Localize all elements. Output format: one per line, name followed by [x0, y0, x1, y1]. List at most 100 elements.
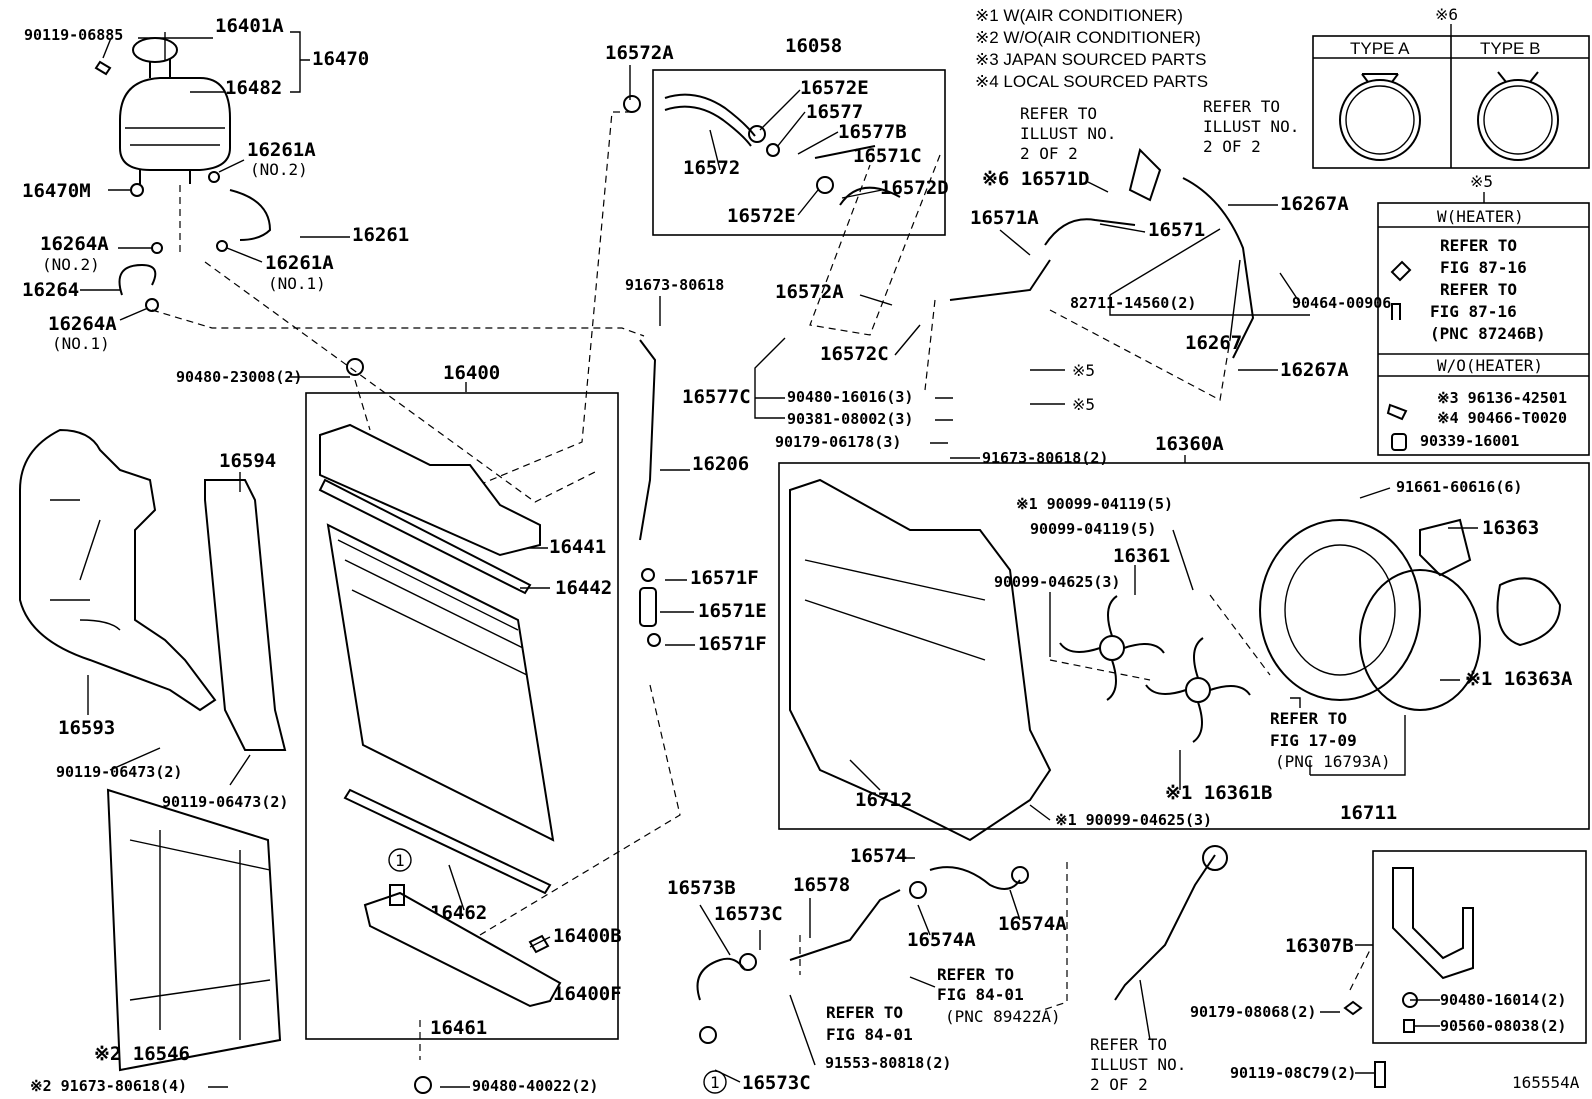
hose-16206-icon [639, 339, 657, 541]
reservoir-tank-icon [119, 37, 231, 184]
refer-d-1: REFER TO [937, 965, 1014, 984]
gasket-16442-icon [318, 478, 532, 595]
label-16400: 16400 [443, 362, 500, 384]
clamp-16572E-b-icon [816, 176, 834, 194]
heater-box-mark: ※5 [1470, 172, 1493, 191]
refer-b-2: ILLUST NO. [1203, 117, 1299, 136]
hose-16264-icon [118, 263, 157, 296]
pipe-refer-illust-icon [1114, 854, 1216, 1001]
heater-part-2: ※4 90466-T0020 [1437, 409, 1567, 427]
label-90480-40022: 90480-40022(2) [472, 1077, 598, 1095]
label-90480-16016: 90480-16016(3) [787, 388, 913, 406]
clamp-16470M-icon [130, 183, 144, 197]
pipe-16267-icon [1182, 177, 1255, 359]
shroud-16712-icon [789, 478, 1052, 842]
label-16572E-b: 16572E [727, 205, 796, 227]
label-16577C: 16577C [682, 386, 751, 408]
refer-a-1: REFER TO [1020, 104, 1097, 123]
clamp-16264A-no1-icon [145, 298, 159, 312]
heater-ref-1a: REFER TO [1440, 236, 1517, 255]
panel-16594-icon [204, 479, 287, 751]
refer-f-2: ILLUST NO. [1090, 1055, 1186, 1074]
hose-16572-icon [664, 93, 756, 137]
label-16572C: 16572C [820, 343, 889, 365]
part-labels: 90119-06885 16401A 16470 16482 16261A (N… [22, 15, 1580, 1095]
label-no2-a: (NO.2) [250, 160, 308, 179]
label-no1-b: (NO.1) [52, 334, 110, 353]
hose-16573B-icon [696, 957, 746, 1001]
label-16593: 16593 [58, 717, 115, 739]
radiator-16400-core-icon [326, 523, 555, 842]
refer-c-3: (PNC 16793A) [1275, 752, 1391, 771]
label-no1-a: (NO.1) [268, 274, 326, 293]
hose-16572-inner [664, 105, 752, 147]
label-16261A-no1: 16261A [265, 252, 334, 274]
label-16571A: 16571A [970, 207, 1039, 229]
label-90099-04119-a: ※1 90099-04119(5) [1016, 495, 1173, 513]
refer-a-3: 2 OF 2 [1020, 144, 1078, 163]
bolt-90119-06885-icon [94, 60, 112, 76]
label-x5-a: ※5 [1072, 361, 1095, 380]
hose-16574-icon [929, 866, 1021, 890]
label-16442: 16442 [555, 577, 612, 599]
type-a-label: TYPE A [1350, 39, 1410, 58]
label-16572E-a: 16572E [800, 77, 869, 99]
bolt-90119-08C79-icon [1374, 1061, 1386, 1088]
label-90480-23008: 90480-23008(2) [176, 368, 302, 386]
clamp-type-a-icon [1339, 73, 1421, 161]
label-16363: 16363 [1482, 517, 1539, 539]
label-90119-06473-a: 90119-06473(2) [56, 763, 182, 781]
refer-e-1: REFER TO [826, 1003, 903, 1022]
refer-b-1: REFER TO [1203, 97, 1280, 116]
label-90119-08C79: 90119-08C79(2) [1230, 1064, 1356, 1082]
heater-clip2-icon [1386, 403, 1408, 421]
label-16264: 16264 [22, 279, 79, 301]
label-16572D: 16572D [880, 177, 949, 199]
fan-motor-housing-16711-icon [1259, 519, 1421, 701]
clamp-16572A-top-icon [623, 95, 641, 113]
circle-marker-1b: 1 [710, 1073, 720, 1092]
hose-16571-icon [1044, 218, 1136, 246]
hose-16571E-icon [639, 587, 657, 627]
fan-shroud-box [778, 462, 1590, 830]
hose-kit-box [652, 69, 946, 236]
label-16577B: 16577B [838, 121, 907, 143]
clamp-16261A-no2-icon [208, 171, 220, 183]
label-90179-08068: 90179-08068(2) [1190, 1003, 1316, 1021]
label-16711: 16711 [1340, 802, 1397, 824]
heater-ref-2b: FIG 87-16 [1430, 302, 1517, 321]
fan-16361B-icon [1145, 637, 1251, 743]
label-90560-08038: 90560-08038(2) [1440, 1017, 1566, 1035]
legend-line-1: ※1 W(AIR CONDITIONER) [975, 6, 1183, 25]
shroud-16593-icon [19, 428, 217, 712]
refer-a-2: ILLUST NO. [1020, 124, 1116, 143]
gasket-16462-icon [343, 788, 552, 895]
heater-clip-icon [1390, 260, 1412, 282]
label-16572A-mid: 16572A [775, 281, 844, 303]
label-16401A: 16401A [215, 15, 284, 37]
type-b-label: TYPE B [1480, 39, 1540, 58]
label-16267A-bot: 16267A [1280, 359, 1349, 381]
refer-c-2: FIG 17-09 [1270, 731, 1357, 750]
fan-16361-icon [1059, 595, 1165, 701]
label-16361B: ※1 16361B [1165, 782, 1272, 804]
clamp-16573C-b-icon [699, 1026, 717, 1044]
label-91553-80818: 91553-80818(2) [825, 1054, 951, 1072]
label-90099-04625-a: 90099-04625(3) [994, 573, 1120, 591]
legend-line-4: ※4 LOCAL SOURCED PARTS [975, 72, 1208, 91]
label-16307B: 16307B [1285, 935, 1354, 957]
label-16264A-no2: 16264A [40, 233, 109, 255]
label-91673-80618-mid: 91673-80618 [625, 276, 724, 294]
label-16594: 16594 [219, 450, 276, 472]
label-90480-16014: 90480-16014(2) [1440, 991, 1566, 1009]
label-91673-80618-4: ※2 91673-80618(4) [30, 1077, 187, 1095]
clamp-16571F-b-icon [647, 633, 661, 647]
grille-16546-icon [106, 788, 282, 1072]
bracket-box [1372, 850, 1587, 1044]
refer-d-2: FIG 84-01 [937, 985, 1024, 1004]
collar-90560-08038-icon [1403, 1019, 1415, 1033]
bolt-90179-08068-icon [1343, 1000, 1363, 1016]
label-16573C-a: 16573C [714, 903, 783, 925]
pipe-16578-icon [789, 889, 901, 961]
